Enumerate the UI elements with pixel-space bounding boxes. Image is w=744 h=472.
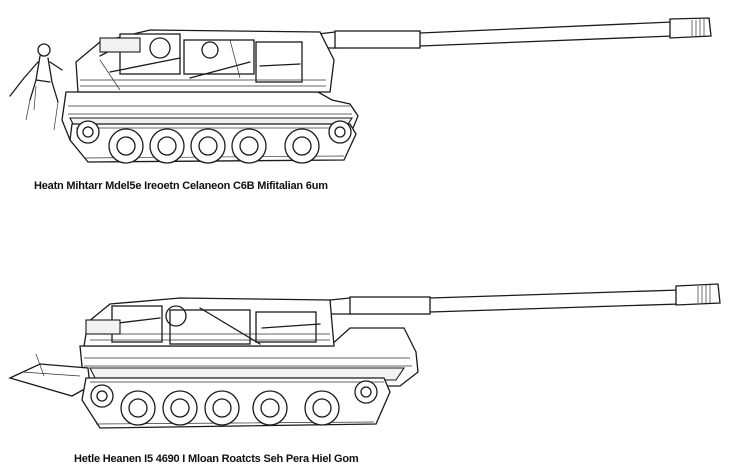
road-wheels-bottom bbox=[90, 380, 378, 426]
caption-top: Heatn Mihtarr Mdel5e Ireoetn Celaneon C6… bbox=[34, 180, 328, 192]
superstructure-bottom bbox=[83, 297, 335, 347]
track-assembly-bottom bbox=[81, 377, 391, 429]
superstructure-top bbox=[75, 29, 335, 93]
road-wheels-top bbox=[76, 120, 352, 164]
track-assembly-top bbox=[69, 120, 357, 164]
self-propelled-gun-drawing-top bbox=[9, 17, 712, 164]
recoil-spade-bottom bbox=[8, 353, 91, 397]
crew-figure-top bbox=[9, 43, 63, 131]
hull-bottom bbox=[79, 327, 419, 387]
gun-barrel-top bbox=[317, 17, 712, 49]
gun-barrel-bottom bbox=[329, 283, 721, 315]
caption-bottom: Hetle Heanen I5 4690 I Mloan Roatcts Seh… bbox=[74, 453, 359, 465]
self-propelled-gun-drawing-bottom bbox=[8, 283, 721, 429]
